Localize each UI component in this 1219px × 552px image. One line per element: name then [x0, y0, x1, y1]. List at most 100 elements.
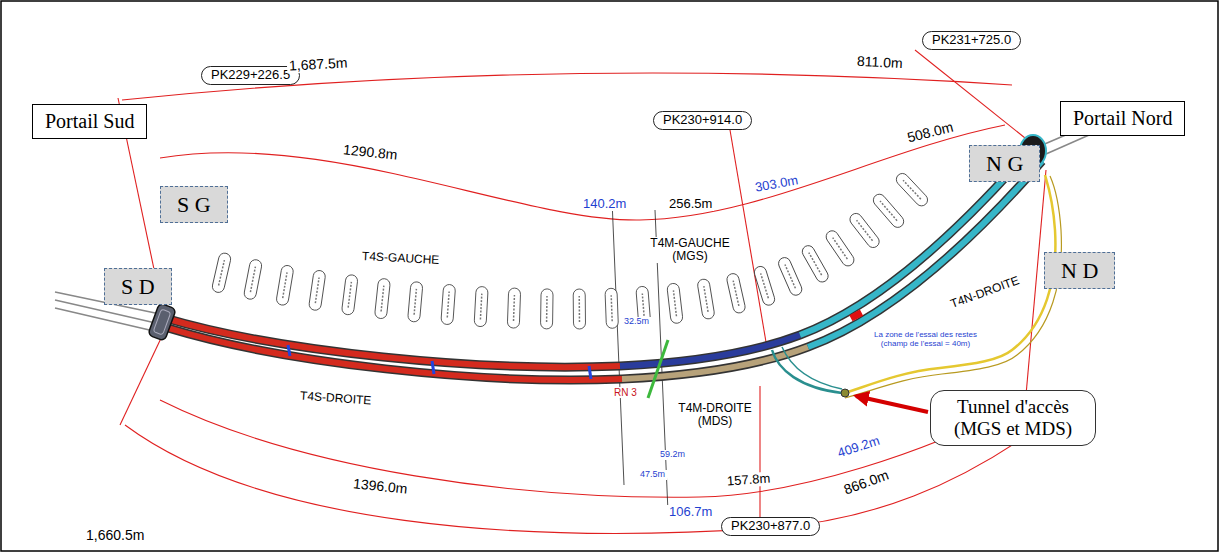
- dimension-label: 1,687.5m: [287, 55, 350, 74]
- callout-box: Tunnel d'accès (MGS et MDS): [930, 390, 1096, 446]
- station-marker-mark: [833, 238, 848, 259]
- portal-structure: [153, 309, 171, 335]
- tube-middle-right: [622, 347, 808, 379]
- tube-outline: [165, 150, 1030, 367]
- station-marker-mark: [381, 286, 384, 312]
- station-marker-mark: [513, 295, 515, 321]
- road-crossing: [648, 340, 668, 398]
- station-marker-shape: [697, 278, 715, 319]
- access-shaft: [841, 389, 849, 397]
- note-text: La zone de l'essai des restes (champ de …: [861, 331, 990, 349]
- station-marker-mark: [857, 220, 873, 241]
- box-text: N G: [986, 151, 1023, 176]
- south-portal: [148, 303, 177, 341]
- station-marker-mark: [610, 295, 612, 321]
- tube-end-box: N D: [1044, 252, 1115, 289]
- station-marker-shape: [276, 265, 294, 306]
- station-marker-shape: [374, 278, 390, 319]
- dimension-label: 1290.8m: [340, 142, 400, 163]
- station-marker-mark: [761, 273, 769, 298]
- tube-end-box: S D: [104, 268, 172, 305]
- dimension-label: 157.8m: [725, 471, 773, 489]
- dimension-label: 256.5m: [667, 197, 714, 211]
- box-text: N D: [1061, 258, 1098, 283]
- station-marker: [800, 243, 830, 284]
- test-zone-marker: [849, 310, 863, 322]
- dimension-label: 106.7m: [667, 505, 714, 519]
- station-marker-mark: [480, 294, 481, 320]
- station-marker-mark: [733, 281, 739, 306]
- station-marker: [507, 288, 520, 328]
- cross-passage: [589, 366, 591, 379]
- station-marker: [667, 283, 684, 324]
- tube-label: T4S-DROITE: [298, 389, 374, 407]
- station-marker: [753, 265, 776, 307]
- station-marker: [848, 211, 882, 250]
- dimension-arc: [125, 425, 1020, 533]
- station-marker-shape: [408, 281, 423, 322]
- station-marker-shape: [573, 289, 585, 329]
- station-marker-shape: [441, 284, 456, 325]
- station-marker-shape: [341, 274, 358, 315]
- box-text: Portail Sud: [45, 110, 134, 133]
- chainage-tag: PK231+725.0: [922, 31, 1021, 50]
- station-marker: [777, 256, 804, 297]
- station-marker-shape: [777, 256, 804, 297]
- tube-north-right: [808, 161, 1042, 347]
- station-marker-shape: [243, 259, 262, 301]
- station-marker-mark: [642, 293, 644, 319]
- access-road: [845, 176, 1061, 398]
- station-marker: [573, 289, 585, 329]
- road-label: RN 3: [612, 387, 639, 398]
- station-marker: [374, 278, 390, 319]
- tube-label: T4M-DROITE (MDS): [673, 402, 757, 428]
- station-marker: [211, 252, 232, 294]
- station-marker: [243, 259, 262, 301]
- callout-arrow: [856, 396, 928, 412]
- station-marker-mark: [250, 267, 255, 293]
- portal-label-box: Portail Nord: [1060, 101, 1185, 136]
- portal-label-box: Portail Sud: [32, 104, 147, 139]
- access-tunnel: [782, 347, 842, 389]
- station-marker-mark: [880, 201, 897, 221]
- station-markers: [211, 171, 930, 329]
- cross-passage: [432, 361, 434, 374]
- station-marker-shape: [800, 243, 830, 284]
- station-marker: [441, 284, 456, 325]
- box-text: S G: [177, 192, 211, 217]
- station-marker: [474, 286, 488, 327]
- station-marker-shape: [726, 272, 746, 314]
- station-marker: [276, 265, 294, 306]
- chainage-tag: PK230+914.0: [653, 111, 752, 130]
- dimension-label: 811.0m: [855, 54, 905, 72]
- access-road: [845, 175, 1055, 393]
- box-text: PK229+226.5: [211, 68, 290, 83]
- dimension-label: 303.0m: [752, 173, 801, 195]
- station-marker-mark: [447, 292, 449, 318]
- chainage-tag: PK229+226.5: [201, 66, 300, 85]
- dimension-label: 140.2m: [581, 197, 628, 211]
- station-marker-mark: [809, 253, 822, 276]
- box-text: PK230+877.0: [731, 519, 810, 534]
- station-marker-shape: [753, 265, 776, 307]
- cross-passage: [288, 345, 290, 356]
- station-marker: [605, 288, 619, 328]
- station-marker-mark: [546, 296, 548, 322]
- tube-label: T4N-DROITE: [947, 273, 1023, 311]
- station-marker-mark: [348, 282, 351, 308]
- station-marker-mark: [903, 180, 921, 199]
- station-marker-shape: [507, 288, 520, 328]
- station-marker: [341, 274, 358, 315]
- station-marker-mark: [673, 290, 676, 316]
- station-marker-shape: [308, 270, 326, 311]
- approach-line: [55, 308, 158, 332]
- station-marker: [408, 281, 423, 322]
- station-marker-shape: [667, 283, 684, 324]
- station-marker-shape: [474, 286, 488, 327]
- dimension-label: 409.2m: [834, 433, 883, 461]
- dimension-label: 1,660.5m: [84, 528, 146, 543]
- station-marker: [697, 278, 715, 319]
